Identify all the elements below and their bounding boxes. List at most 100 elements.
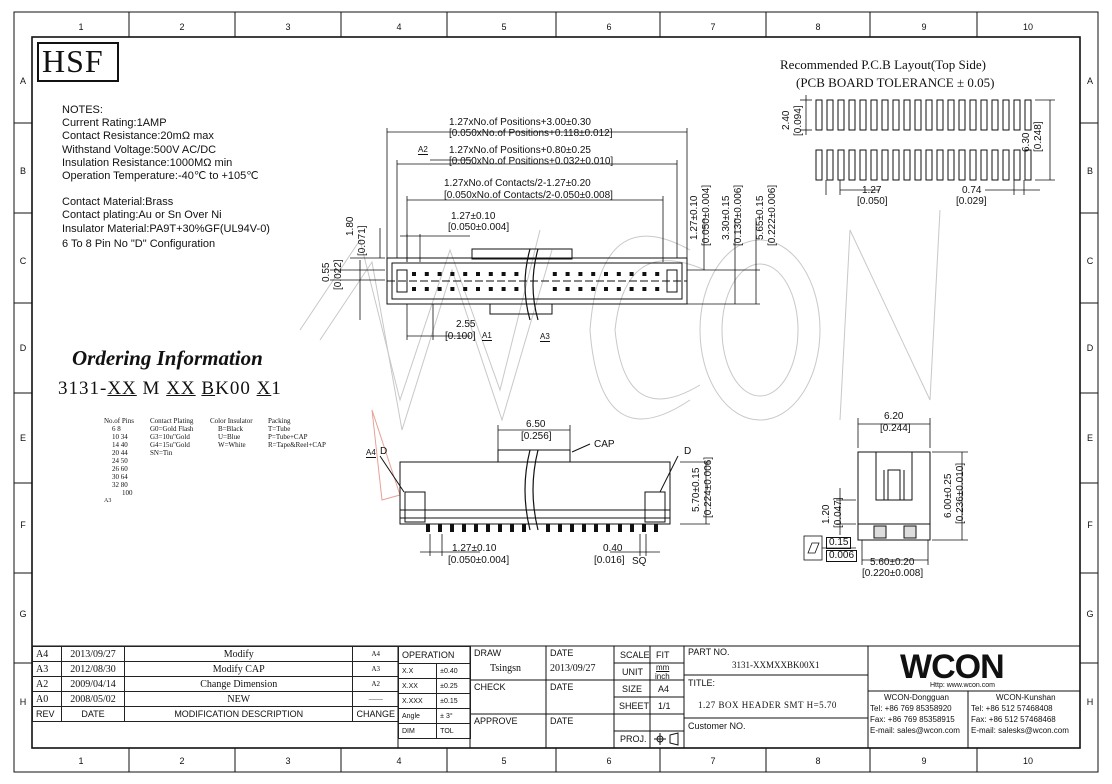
pcb-pad [980, 99, 988, 131]
revision-table: A4 2013/09/27 Modify A4 A3 2012/08/30 Mo… [32, 646, 399, 722]
pcb-pad [870, 149, 878, 181]
pins-option: 100 [122, 489, 133, 497]
rev-head: MODIFICATION DESCRIPTION [123, 706, 354, 722]
notes-block: NOTES: Current Rating:1AMP Contact Resis… [62, 104, 270, 251]
zone-label-right: C [1086, 256, 1094, 266]
pcb-pad [936, 149, 944, 181]
zone-label-bottom: 8 [815, 756, 821, 766]
pcb-pad [936, 99, 944, 131]
notes-line: Contact Resistance:20mΩ max [62, 130, 214, 143]
zone-label-right: A [1086, 76, 1093, 86]
zone-label-top: 4 [396, 22, 402, 32]
pcb-pad [892, 99, 900, 131]
size-value: A4 [658, 684, 670, 694]
rev-date: 2013/09/27 [61, 646, 125, 662]
pins-head: No.of Pins [104, 417, 134, 425]
plating-option: G4=15u"Gold [150, 441, 190, 449]
pins-option: 14 40 [112, 441, 128, 449]
rev-change: A2 [352, 676, 399, 692]
dim-label: [0.094] [793, 105, 804, 136]
contact-pin [578, 287, 583, 291]
dim-label: 6.50 [526, 419, 546, 430]
pn-plating: XX [166, 378, 196, 399]
solder-tail [462, 524, 466, 532]
notes-line: Insulation Resistance:1000MΩ min [62, 156, 233, 169]
part-no-label: PART NO. [688, 647, 730, 657]
cap-label: CAP [594, 439, 615, 450]
pcb-pad [1013, 99, 1021, 131]
packing-head: Packing [268, 417, 291, 425]
pcb-pad [1002, 99, 1010, 131]
contact-pin [565, 272, 570, 276]
dim-label: 3.30±0.15 [721, 195, 732, 240]
solder-tail [606, 524, 610, 532]
dim-label: [0.236±0.010] [955, 462, 966, 524]
rev-date: 2009/04/14 [61, 676, 125, 692]
kunshan-email: E-mail: salesks@wcon.com [971, 726, 1069, 735]
dim-label: 5.60±0.20 [870, 557, 915, 568]
title-value: 1.27 BOX HEADER SMT H=5.70 [698, 700, 837, 710]
zone-label-top: 1 [78, 22, 84, 32]
contact-pin [604, 272, 608, 276]
pcb-pad [914, 149, 922, 181]
tolerance-value: ±0.25 [436, 678, 471, 694]
part-no-value: 3131-XXMXXBK00X1 [732, 660, 820, 670]
rev-desc: Modify [123, 646, 354, 662]
pcb-pad [925, 99, 933, 131]
contact-pin [616, 287, 621, 291]
pcb-pad [925, 149, 933, 181]
kunshan-name: WCON-Kunshan [996, 693, 1056, 702]
zone-label-right: E [1086, 433, 1093, 443]
dim-label: 6.20 [884, 411, 904, 422]
notes-line: 6 To 8 Pin No "D" Configuration [62, 237, 216, 250]
zone-label-left: G [19, 609, 27, 619]
pins-option: 20 44 [112, 449, 128, 457]
packing-option: R=Tape&Reel+CAP [268, 441, 326, 449]
pcb-pad [947, 149, 955, 181]
approve-date-label: DATE [550, 716, 574, 726]
date-label: DATE [550, 648, 574, 658]
pcb-pad [815, 99, 823, 131]
ordering-title: Ordering Information [72, 346, 263, 370]
zone-label-left: F [20, 520, 26, 530]
dim-label: 6.30 [1021, 132, 1032, 152]
rev-date: 2008/05/02 [61, 691, 125, 707]
pn-pins: XX [107, 378, 137, 399]
contact-pin [463, 287, 468, 291]
notes-line: NOTES: [62, 104, 103, 116]
dim-label: 6.00±0.25 [943, 473, 954, 518]
kunshan-fax: Fax: +86 512 57468468 [971, 715, 1056, 724]
zone-label-left: B [19, 166, 26, 176]
dim-label: 1.80 [345, 216, 356, 236]
contact-pin [488, 287, 493, 291]
insulator-head: Color Insulator [210, 417, 253, 425]
scale-value: FIT [656, 650, 670, 660]
packing-option: P=Tube+CAP [268, 433, 308, 441]
dim-label: [0.022] [333, 259, 344, 290]
dim-label: 2.55 [456, 319, 476, 330]
pcb-pad [903, 99, 911, 131]
pcb-pad [980, 149, 988, 181]
dim-label: [0.256] [521, 431, 552, 442]
pn-color: B [201, 378, 216, 399]
dim-label: [0.050±0.004] [448, 555, 510, 566]
pcb-pad [859, 99, 867, 131]
contact-pin [412, 272, 416, 276]
contact-pin [514, 272, 519, 276]
contact-pin [552, 287, 557, 291]
zone-label-right: F [1087, 520, 1093, 530]
contact-pin [591, 272, 596, 276]
rev-change: A3 [352, 661, 399, 677]
solder-tail [654, 524, 658, 532]
customer-no-label: Customer NO. [688, 721, 746, 731]
rev-cell: A0 [32, 691, 62, 707]
tolerance-value: ±0.40 [436, 663, 471, 679]
pcb-pad [837, 99, 845, 131]
zone-label-left: E [19, 433, 26, 443]
zone-label-top: 6 [606, 22, 612, 32]
revision-marker: A3 [540, 332, 550, 342]
solder-tail [558, 524, 562, 532]
contact-pin [488, 272, 493, 276]
rev-head: REV [32, 706, 62, 722]
